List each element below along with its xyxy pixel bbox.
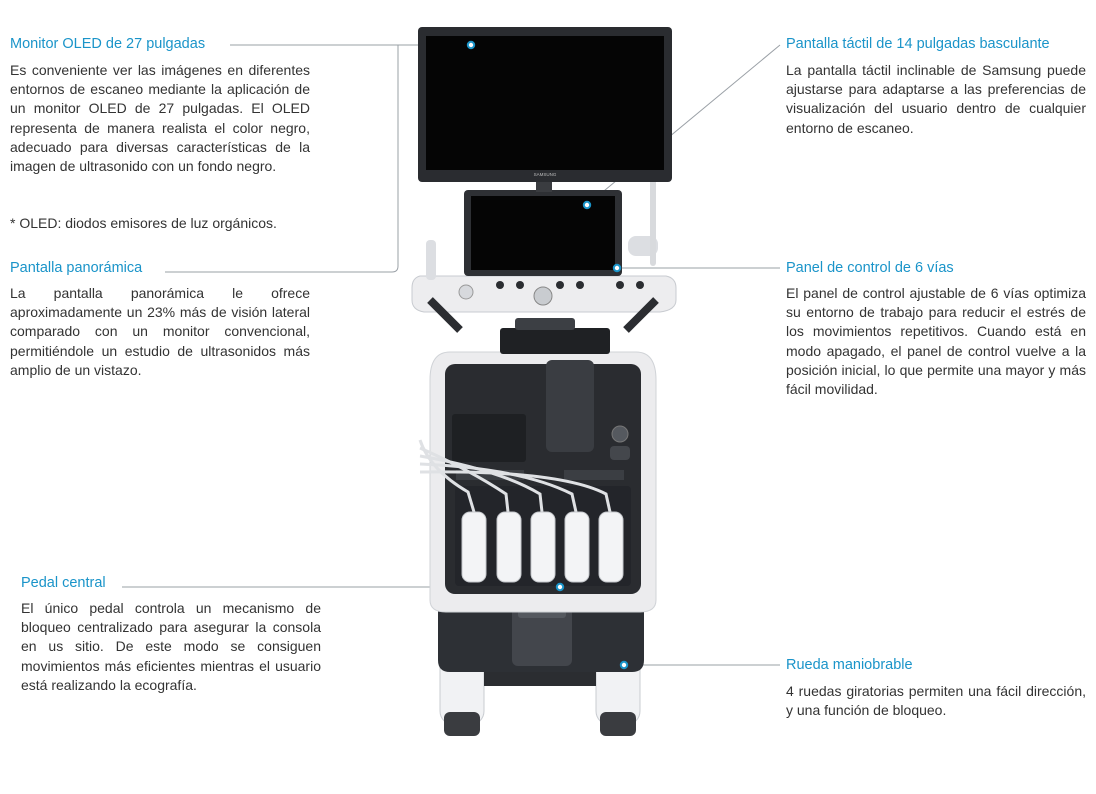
- panoramic-description: La pantalla panorámica le ofrece aproxim…: [10, 285, 310, 378]
- leader-panoramic: [165, 45, 399, 273]
- monitor-description: Es conveniente ver las imágenes en difer…: [10, 62, 310, 175]
- pedal-title: Pedal central: [21, 575, 106, 591]
- dot-control-panel: [612, 263, 622, 273]
- probe-cables: [418, 439, 612, 513]
- dot-pedal: [555, 582, 565, 592]
- monitor-footnote: * OLED: diodos emisores de luz orgánicos…: [10, 215, 277, 231]
- monitor-title: Monitor OLED de 27 pulgadas: [10, 36, 206, 52]
- monitor: SAMSUNG: [418, 27, 672, 192]
- control-panel-title: Panel de control de 6 vías: [786, 260, 954, 276]
- touchscreen-title: Pantalla táctil de 14 pulgadas basculant…: [786, 36, 1050, 52]
- touch-screen: [464, 190, 622, 276]
- touchscreen-description: La pantalla táctil inclinable de Samsung…: [786, 62, 1086, 136]
- dot-touchscreen: [582, 200, 592, 210]
- panoramic-title: Pantalla panorámica: [10, 260, 143, 276]
- monitor-brand: SAMSUNG: [534, 172, 557, 177]
- control-panel: [411, 150, 677, 354]
- control-panel-description: El panel de control ajustable de 6 vías …: [786, 285, 1086, 398]
- wheel-description: 4 ruedas giratorias permiten una fácil d…: [786, 683, 1086, 719]
- wheels: [439, 654, 641, 736]
- pedal-description: El único pedal controla un mecanismo de …: [21, 600, 321, 693]
- dot-monitor: [466, 40, 476, 50]
- probes: [461, 511, 624, 583]
- callout-dots: [466, 40, 629, 670]
- wheel-title: Rueda maniobrable: [786, 657, 913, 673]
- dot-wheel: [619, 660, 629, 670]
